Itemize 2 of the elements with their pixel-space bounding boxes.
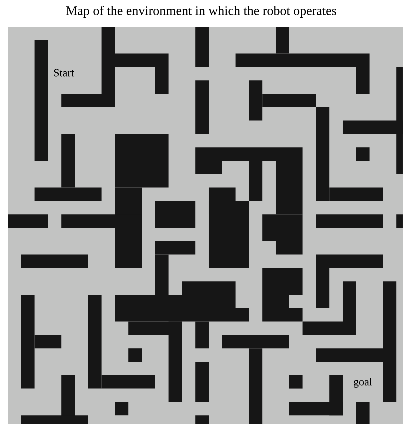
title: Map of the environment in which the robot operates: [66, 6, 336, 18]
map-label: goal: [352, 377, 374, 389]
